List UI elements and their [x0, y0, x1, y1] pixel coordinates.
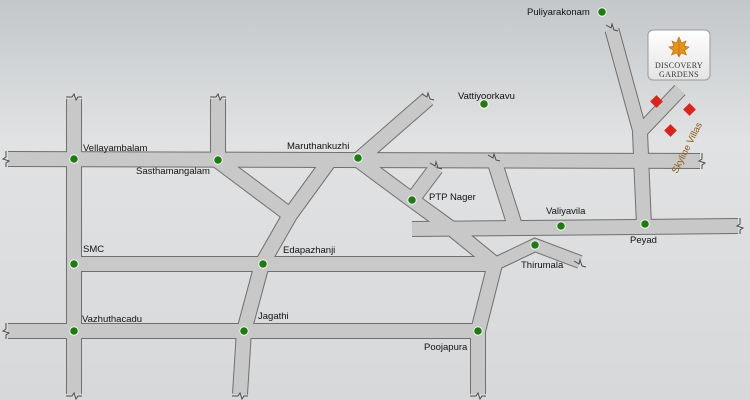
place-label-ptp-nager: PTP Nager	[429, 192, 476, 203]
road-continuation-mark-3	[66, 391, 82, 400]
marker-vellayambalam	[69, 154, 79, 164]
road-continuation-mark-1	[66, 92, 82, 102]
road-sasthamangalam-diagonal	[213, 155, 295, 221]
logo-text-line1: DISCOVERY	[655, 61, 703, 70]
road-peyad-valiyavila-east-west	[411, 219, 739, 236]
marker-sasthamangalam	[213, 155, 223, 165]
road-continuation-mark-8	[697, 153, 707, 169]
place-label-smc: SMC	[83, 244, 104, 255]
place-label-maruthankuzhi: Maruthankuzhi	[287, 141, 349, 152]
road-continuation-mark-10	[421, 91, 435, 101]
road-continuation-mark-13	[429, 160, 443, 170]
road-peyad-fork-northwest	[605, 28, 647, 134]
discovery-gardens-logo: DISCOVERY GARDENS	[647, 29, 711, 81]
place-label-peyad: Peyad	[630, 235, 657, 246]
marker-ptp-nager	[407, 195, 417, 205]
road-continuation-mark-6	[1, 151, 11, 167]
road-continuation-mark-2	[210, 92, 226, 102]
road-ptp-nager-northeast	[406, 163, 442, 205]
maple-leaf-icon	[668, 36, 690, 58]
marker-jagathi	[239, 326, 249, 336]
marker-valiyavila	[556, 221, 566, 231]
marker-edapazhanji	[258, 259, 268, 269]
marker-peyad	[640, 219, 650, 229]
place-labels: Puliyarakonam Vattiyoorkavu Vellayambala…	[82, 7, 657, 353]
place-label-thirumala: Thirumala	[521, 260, 564, 271]
road-continuation-mark-9	[735, 218, 745, 234]
logo-text-line2: GARDENS	[659, 70, 699, 79]
place-label-vattiyoorkavu: Vattiyoorkavu	[458, 91, 515, 102]
road-continuation-mark-4	[232, 391, 248, 400]
marker-smc	[69, 259, 79, 269]
place-label-sasthamangalam: Sasthamangalam	[136, 166, 210, 177]
place-label-edapazhanji: Edapazhanji	[283, 245, 335, 256]
place-label-poojapura: Poojapura	[424, 342, 468, 353]
place-label-vazhuthacadu: Vazhuthacadu	[82, 314, 142, 325]
marker-thirumala	[530, 240, 540, 250]
marker-vazhuthacadu	[69, 326, 79, 336]
place-label-vellayambalam: Vellayambalam	[83, 143, 148, 154]
road-maruthankuzhi-ptp-nager	[353, 154, 500, 270]
marker-poojapura	[473, 326, 483, 336]
road-continuation-mark-12	[573, 258, 587, 268]
road-continuation-mark-11	[605, 22, 619, 32]
place-markers	[69, 7, 650, 336]
road-continuation-mark-7	[1, 323, 11, 339]
place-label-valiyavila: Valiyavila	[546, 206, 586, 217]
place-label-puliyarakonam: Puliyarakonam	[527, 7, 590, 18]
road-network	[1, 22, 745, 400]
road-continuation-mark-14	[487, 152, 501, 162]
marker-vattiyoorkavu	[479, 99, 489, 109]
marker-puliyarakonam	[597, 7, 607, 17]
road-north-spur	[487, 157, 523, 232]
road-continuation-mark-5	[470, 391, 486, 400]
place-label-jagathi: Jagathi	[258, 311, 289, 322]
road-peyad-north	[633, 131, 651, 227]
road-maruthankuzhi-northeast	[353, 93, 433, 166]
marker-maruthankuzhi	[353, 153, 363, 163]
road-peyad-fork-northeast	[635, 85, 685, 137]
